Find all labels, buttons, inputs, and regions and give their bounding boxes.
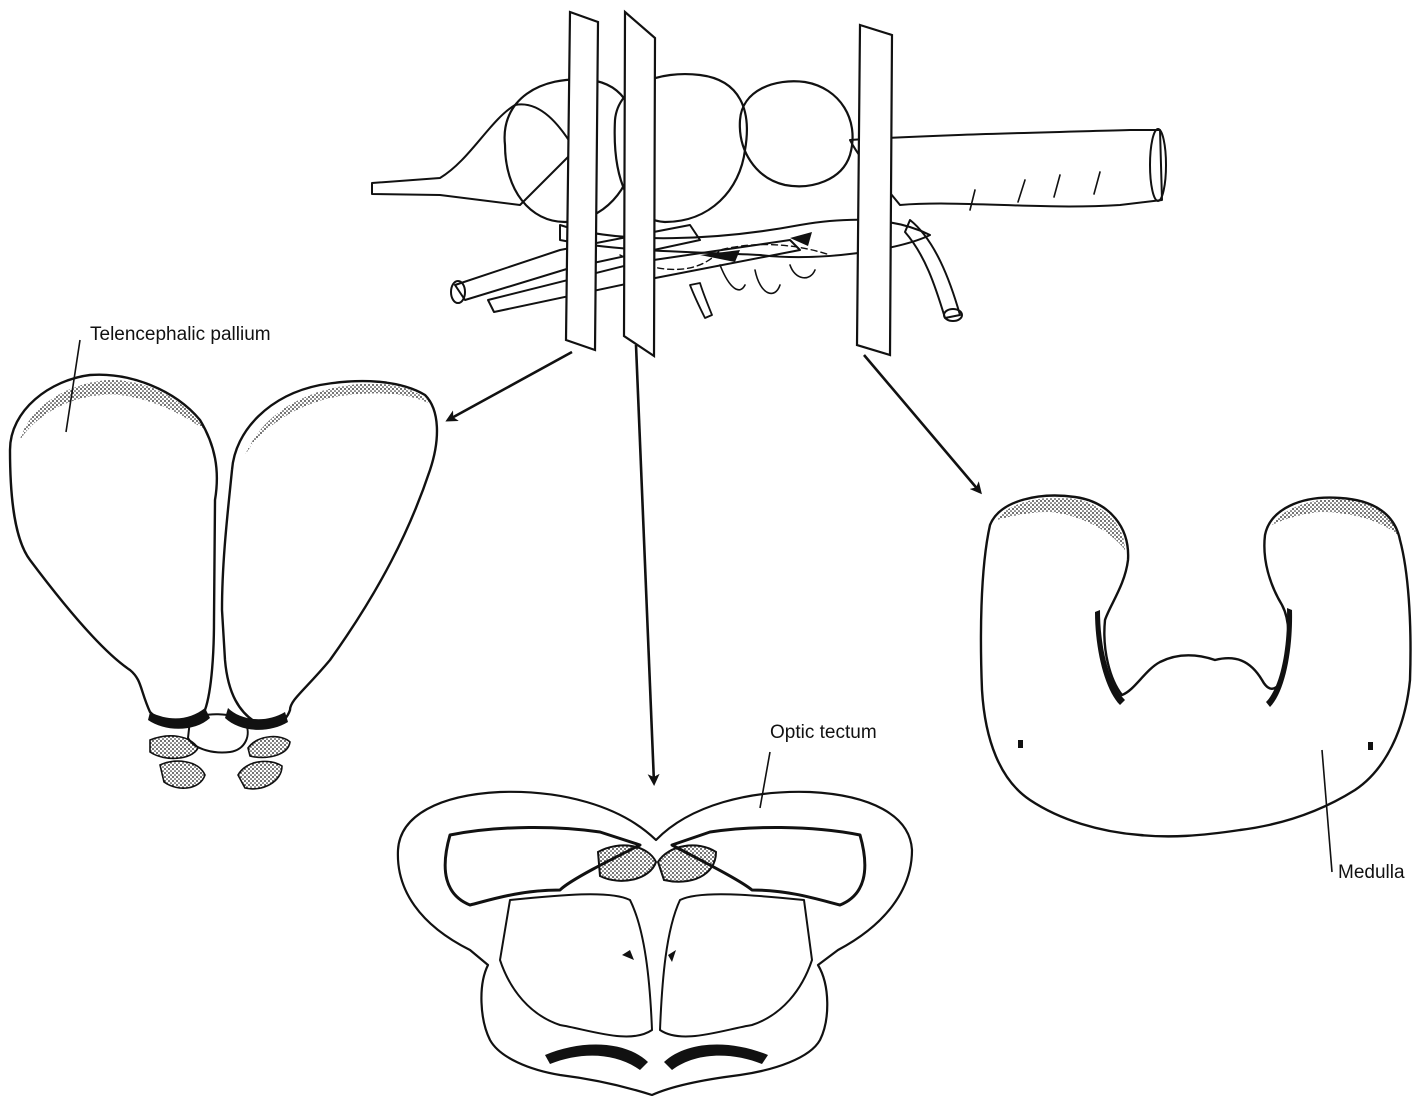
tectum-section <box>398 792 912 1095</box>
medulla-label: Medulla <box>1338 862 1405 883</box>
medulla-section <box>981 496 1411 837</box>
section-plane-telencephalon <box>566 12 598 350</box>
optic-tectum-leader <box>760 752 770 808</box>
medulla-leader <box>1322 750 1332 872</box>
telencephalic-pallium-label: Telencephalic pallium <box>90 324 271 345</box>
optic-tectum-label: Optic tectum <box>770 722 877 743</box>
arrow-to-telencephalon <box>448 352 572 420</box>
arrow-to-medulla <box>864 355 980 492</box>
arrows <box>448 345 980 783</box>
telencephalon-section <box>10 375 437 789</box>
whole-brain-lateral-view <box>372 74 1166 321</box>
section-plane-medulla <box>857 25 892 355</box>
telencephalic-pallium-leader <box>66 340 80 432</box>
arrow-to-tectum <box>636 345 654 783</box>
section-planes <box>566 12 892 356</box>
section-plane-tectum <box>624 12 655 356</box>
